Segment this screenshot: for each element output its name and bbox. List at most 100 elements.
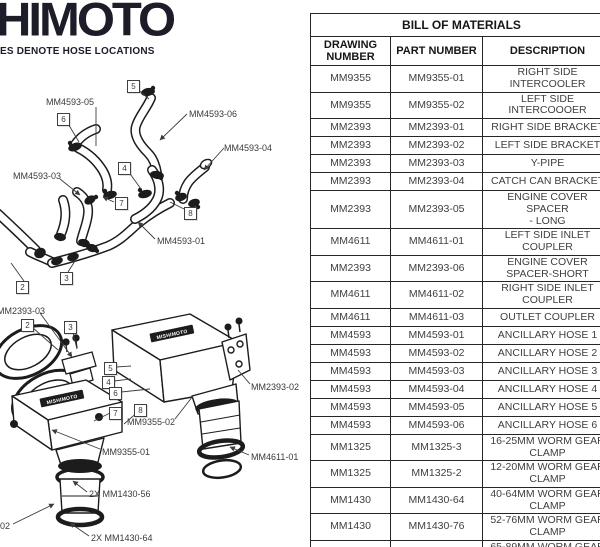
bom-cell-drawing-number: MM4593 bbox=[310, 397, 391, 417]
bom-cell-description: 52-76MM WORM GEAR CLAMP bbox=[482, 513, 600, 541]
side-bracket-drawing bbox=[221, 317, 251, 381]
bom-cell-drawing-number: MM4593 bbox=[310, 361, 391, 381]
bom-cell-part-number: MM2393-06 bbox=[390, 254, 483, 283]
right-coupler-drawing bbox=[195, 398, 246, 480]
bom-cell-description: 16-25MM WORM GEAR CLAMP bbox=[482, 433, 600, 462]
bom-cell-part-number: MM4611-01 bbox=[390, 228, 483, 256]
bom-title: BILL OF MATERIALS bbox=[310, 13, 600, 37]
bom-cell-drawing-number: MM1430 bbox=[310, 486, 391, 515]
ancillary-hoses-drawing bbox=[0, 93, 213, 268]
bom-cell-drawing-number: MM2393 bbox=[310, 190, 391, 230]
bom-cell-part-number: MM1430-64 bbox=[390, 486, 483, 515]
bom-cell-part-number: MM1325-2 bbox=[390, 460, 483, 488]
bom-cell-part-number: MM4593-01 bbox=[390, 325, 483, 345]
bom-cell-description: OUTLET COUPLER bbox=[482, 307, 600, 327]
bom-cell-description: 12-20MM WORM GEAR CLAMP bbox=[482, 460, 600, 488]
bom-cell-drawing-number: MM1325 bbox=[310, 433, 391, 462]
bom-cell-description: Y-PIPE bbox=[482, 154, 600, 174]
bom-cell-part-number: MM2393-03 bbox=[390, 154, 483, 174]
bom-cell-part-number: MM4611-02 bbox=[390, 281, 483, 309]
bom-cell-part-number: MM9355-01 bbox=[390, 65, 483, 93]
hose-clamps-drawing bbox=[34, 85, 201, 266]
bom-cell-description: ANCILLARY HOSE 5 bbox=[482, 397, 600, 417]
bom-cell-drawing-number: MM1430 bbox=[310, 513, 391, 541]
bom-col-description: DESCRIPTION bbox=[482, 35, 600, 67]
bom-table: BILL OF MATERIALS DRAWING NUMBER PART NU… bbox=[310, 13, 600, 547]
bom-cell-drawing-number: MM4593 bbox=[310, 415, 391, 435]
bom-cell-description: LEFT SIDE INLET COUPLER bbox=[482, 228, 600, 256]
bom-cell-part-number: MM4593-06 bbox=[390, 415, 483, 435]
bom-cell-drawing-number: MM1430 bbox=[310, 539, 391, 547]
label-leader-lines bbox=[12, 107, 251, 537]
bom-cell-drawing-number: MM4593 bbox=[310, 379, 391, 399]
bom-cell-part-number: MM4611-03 bbox=[390, 307, 483, 327]
mishimoto-logo: HIMOTO bbox=[0, 0, 176, 47]
bom-cell-description: ANCILLARY HOSE 1 bbox=[482, 325, 600, 345]
hose-locations-note: ES DENOTE HOSE LOCATIONS bbox=[0, 46, 155, 57]
bom-cell-drawing-number: MM2393 bbox=[310, 136, 391, 156]
bom-cell-part-number: MM4593-03 bbox=[390, 361, 483, 381]
bom-cell-part-number: MM9355-02 bbox=[390, 91, 483, 120]
bom-cell-part-number: MM4593-04 bbox=[390, 379, 483, 399]
bom-cell-drawing-number: MM4611 bbox=[310, 228, 391, 256]
bom-cell-part-number: MM2393-05 bbox=[390, 190, 483, 230]
bom-cell-description: ENGINE COVER SPACER - LONG bbox=[482, 190, 600, 230]
bom-cell-drawing-number: MM1325 bbox=[310, 460, 391, 488]
bom-cell-drawing-number: MM4611 bbox=[310, 281, 391, 309]
bom-cell-drawing-number: MM4611 bbox=[310, 307, 391, 327]
bom-cell-description: ENGINE COVER SPACER-SHORT bbox=[482, 254, 600, 283]
bill-of-materials: BILL OF MATERIALS DRAWING NUMBER PART NU… bbox=[310, 13, 600, 547]
exploded-parts-diagram: MISHIMOTO bbox=[0, 85, 251, 537]
bom-cell-description: RIGHT SIDE INTERCOOLER bbox=[482, 65, 600, 93]
bom-cell-part-number: MM1325-3 bbox=[390, 433, 483, 462]
bom-cell-description: RIGHT SIDE INLET COUPLER bbox=[482, 281, 600, 309]
left-intercooler-drawing: MISHIMOTO bbox=[10, 379, 123, 469]
bom-col-part-number: PART NUMBER bbox=[390, 35, 483, 67]
bom-cell-part-number: MM2393-02 bbox=[390, 136, 483, 156]
bom-cell-drawing-number: MM4593 bbox=[310, 343, 391, 363]
bom-cell-part-number: MM1430-89 bbox=[390, 539, 483, 547]
bom-cell-drawing-number: MM2393 bbox=[310, 118, 391, 138]
bom-cell-part-number: MM4593-05 bbox=[390, 397, 483, 417]
bom-cell-part-number: MM2393-04 bbox=[390, 172, 483, 192]
bom-cell-description: 40-64MM WORM GEAR CLAMP bbox=[482, 486, 600, 515]
bom-cell-description: RIGHT SIDE BRACKET bbox=[482, 118, 600, 138]
bom-cell-drawing-number: MM2393 bbox=[310, 172, 391, 192]
bom-cell-drawing-number: MM9355 bbox=[310, 91, 391, 120]
bom-cell-description: LEFT SIDE INTERCOOOER bbox=[482, 91, 600, 120]
bom-cell-drawing-number: MM2393 bbox=[310, 154, 391, 174]
bom-cell-description: 65-89MM WORM GEAR CLAMP bbox=[482, 539, 600, 547]
bom-cell-description: ANCILLARY HOSE 4 bbox=[482, 379, 600, 399]
bom-cell-description: ANCILLARY HOSE 2 bbox=[482, 343, 600, 363]
bom-col-drawing-number: DRAWING NUMBER bbox=[310, 35, 391, 67]
bom-cell-drawing-number: MM4593 bbox=[310, 325, 391, 345]
bom-cell-part-number: MM1430-76 bbox=[390, 513, 483, 541]
bom-cell-part-number: MM2393-01 bbox=[390, 118, 483, 138]
bom-cell-drawing-number: MM2393 bbox=[310, 254, 391, 283]
outlet-coupler-drawing bbox=[55, 459, 105, 528]
bom-cell-description: ANCILLARY HOSE 6 bbox=[482, 415, 600, 435]
bom-cell-part-number: MM4593-02 bbox=[390, 343, 483, 363]
